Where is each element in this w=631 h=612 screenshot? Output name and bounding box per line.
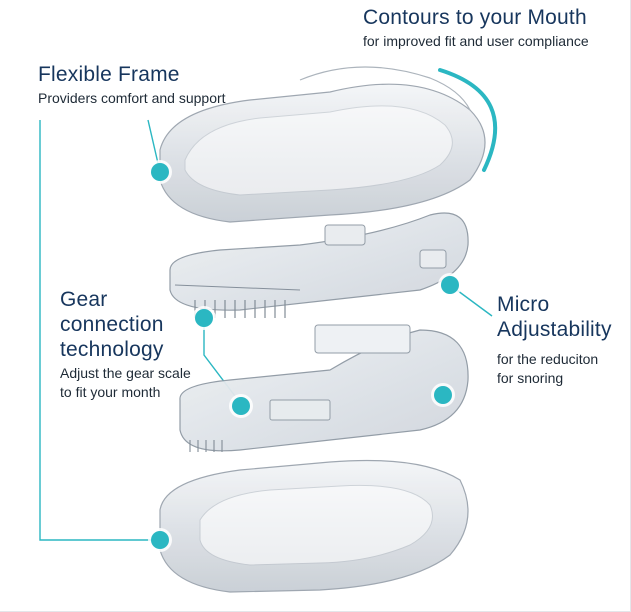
flexible-frame-connector-line (39, 120, 160, 541)
gear-subtitle-line-1: Adjust the gear scale (60, 365, 191, 381)
lower-tray (159, 459, 469, 593)
contours-subtitle: for improved fit and user compliance (363, 33, 589, 49)
upper-tray (159, 66, 486, 223)
micro-callout: Micro Adjustability for the reduciton fo… (497, 292, 612, 388)
micro-subtitle-line-1: for the reduciton (497, 351, 599, 367)
lower-frame (179, 324, 469, 452)
micro-adjust-lower-dot (434, 386, 452, 404)
gear-title-line-2: connection (60, 313, 164, 336)
contours-arc (438, 68, 498, 172)
lower-gear-teeth (189, 440, 223, 452)
lower-tray-dot (151, 531, 169, 549)
flexible-frame-subtitle: Providers comfort and support (38, 90, 226, 106)
contours-title: Contours to your Mouth (363, 6, 587, 29)
flexible-frame-callout: Flexible Frame Providers comfort and sup… (38, 62, 226, 108)
gear-connection-dot (195, 309, 213, 327)
gear-subtitle-line-2: to fit your month (60, 384, 161, 400)
upper-frame (169, 212, 469, 318)
flexible-frame-dot (151, 163, 169, 181)
micro-title-line-1: Micro (497, 293, 550, 316)
micro-subtitle-line-2: for snoring (497, 370, 564, 386)
micro-title-line-2: Adjustability (497, 318, 612, 341)
gear-scale-dot (232, 397, 250, 415)
flexible-frame-title: Flexible Frame (38, 63, 180, 86)
contours-callout: Contours to your Mouth for improved fit … (363, 5, 589, 51)
gear-title-line-1: Gear (60, 288, 108, 311)
gear-callout: Gear connection technology Adjust the ge… (60, 287, 191, 402)
micro-adjust-upper-dot (441, 276, 459, 294)
gear-title-line-3: technology (60, 338, 164, 361)
